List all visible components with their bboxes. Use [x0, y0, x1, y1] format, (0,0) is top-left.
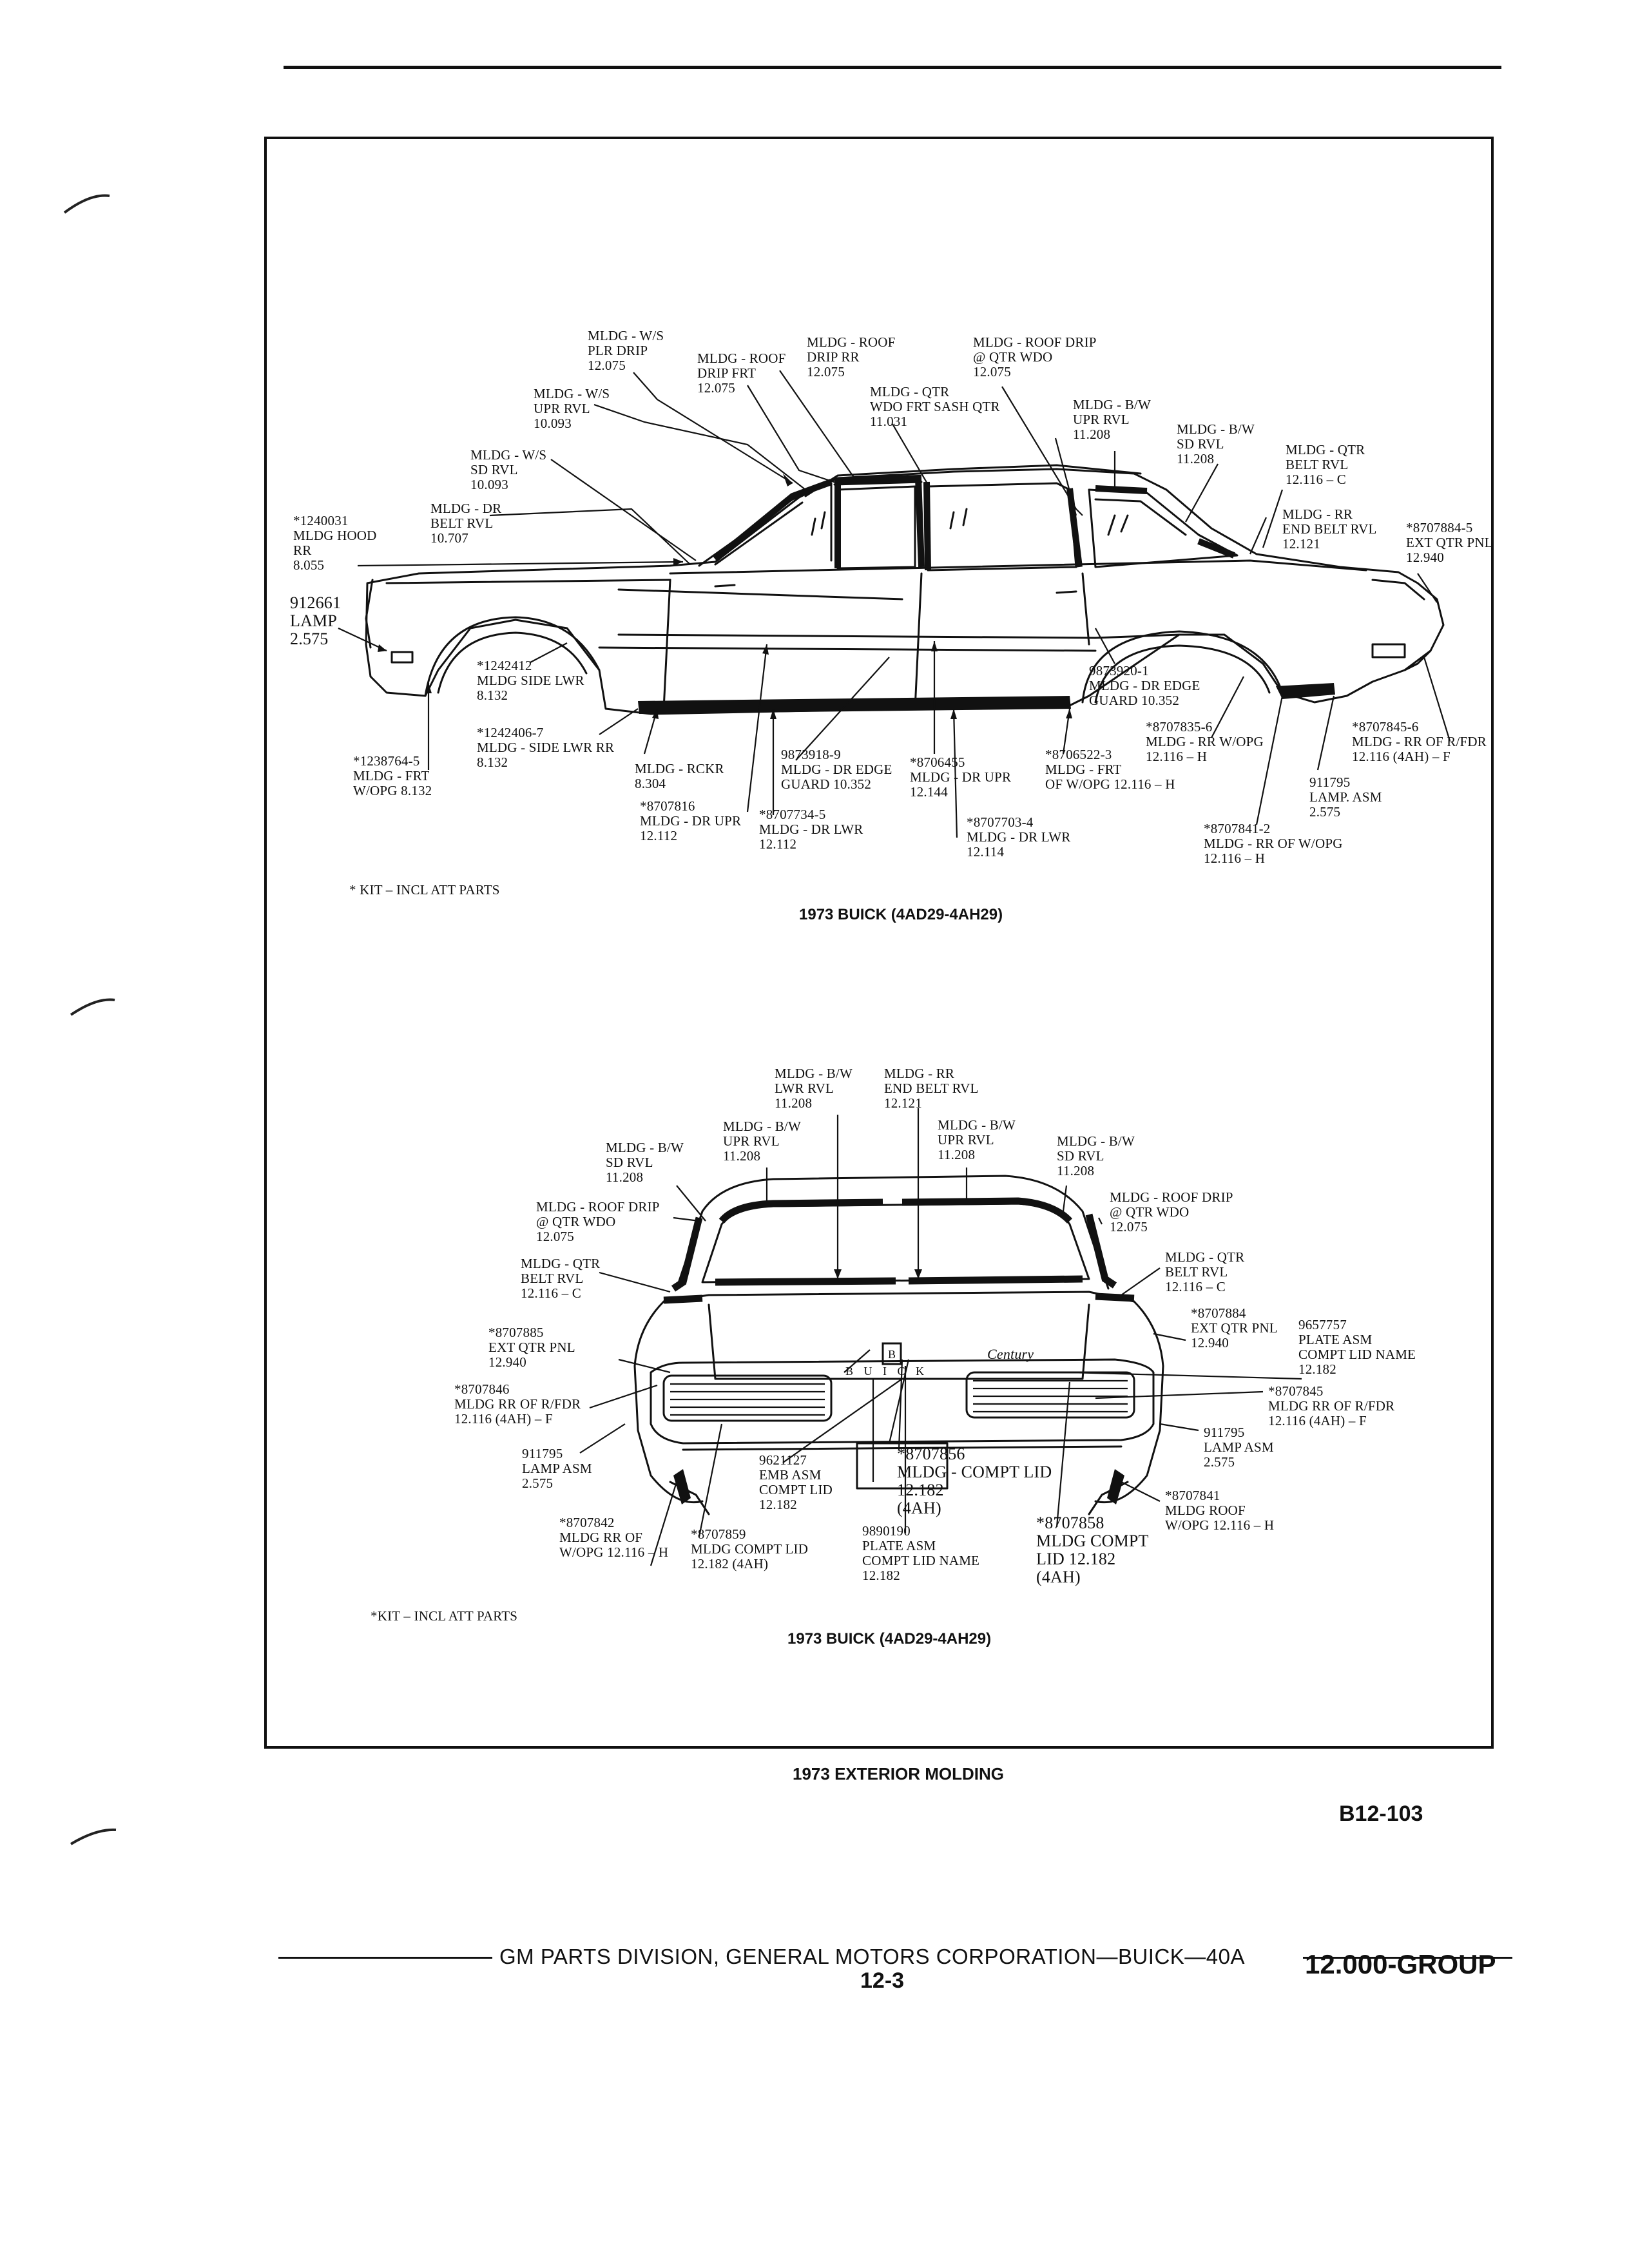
side-label-frt-wopg-1238764: *1238764-5 MLDG - FRT W/OPG 8.132: [353, 753, 432, 798]
side-label-dr-edge-guard-9873920: 9873920-1 MLDG - DR EDGE GUARD 10.352: [1089, 663, 1200, 708]
side-label-dr-edge-guard-9873918: 9873918-9 MLDG - DR EDGE GUARD 10.352: [781, 747, 892, 792]
side-view-caption: 1973 BUICK (4AD29-4AH29): [799, 906, 1003, 923]
rear-label-qtr-belt-l: MLDG - QTR BELT RVL 12.116 – C: [521, 1256, 601, 1301]
footer-rule-left: [278, 1957, 492, 1959]
side-label-lamp-912661: 912661 LAMP 2.575: [290, 593, 342, 648]
side-label-side-lwr-1242412: *1242412 MLDG SIDE LWR 8.132: [477, 658, 584, 703]
rear-label-bw-sd-rvl-l: MLDG - B/W SD RVL 11.208: [606, 1140, 684, 1185]
side-label-lamp-asm-911795: 911795 LAMP. ASM 2.575: [1309, 774, 1382, 820]
rear-label-bw-lwr-rvl: MLDG - B/W LWR RVL 11.208: [775, 1066, 853, 1111]
rear-label-compt-lid-8707858: *8707858 MLDG COMPT LID 12.182 (4AH): [1036, 1514, 1149, 1586]
side-label-rr-end-belt-rvl: MLDG - RR END BELT RVL 12.121: [1282, 506, 1377, 552]
side-label-hood-rr: *1240031 MLDG HOOD RR 8.055: [293, 513, 377, 573]
rear-label-compt-lid-8707859: *8707859 MLDG COMPT LID 12.182 (4AH): [691, 1526, 809, 1571]
rear-label-rr-of-wopg-8707842: *8707842 MLDG RR OF W/OPG 12.116 – H: [559, 1515, 669, 1560]
rear-label-plate-9890190: 9890190 PLATE ASM COMPT LID NAME 12.182: [862, 1523, 980, 1583]
side-label-dr-belt-rvl: MLDG - DR BELT RVL 10.707: [430, 501, 502, 546]
group-number: 12.000-GROUP: [1305, 1949, 1496, 1979]
rear-label-lamp-r: 911795 LAMP ASM 2.575: [1204, 1425, 1274, 1470]
side-label-roof-drip-qtr-wdo: MLDG - ROOF DRIP @ QTR WDO 12.075: [973, 334, 1097, 380]
page-code: B12-103: [1339, 1802, 1423, 1826]
rear-label-roof-drip-l: MLDG - ROOF DRIP @ QTR WDO 12.075: [536, 1199, 660, 1244]
rear-view-caption: 1973 BUICK (4AD29-4AH29): [787, 1630, 992, 1648]
rear-label-rr-rfdr-8707846: *8707846 MLDG RR OF R/FDR 12.116 (4AH) –…: [454, 1381, 581, 1427]
side-label-dr-lwr-8707734: *8707734-5 MLDG - DR LWR 12.112: [759, 807, 863, 852]
figure-frame: [264, 137, 1494, 1749]
side-label-rckr: MLDG - RCKR 8.304: [635, 761, 724, 791]
side-label-dr-upr-8707816: *8707816 MLDG - DR UPR 12.112: [640, 798, 742, 843]
side-label-ext-qtr-pnl: *8707884-5 EXT QTR PNL 12.940: [1406, 520, 1493, 565]
rear-label-ext-qtr-8707884: *8707884 EXT QTR PNL 12.940: [1191, 1305, 1278, 1350]
rear-label-compt-lid-8707856: *8707856 MLDG - COMPT LID 12.182 (4AH): [897, 1445, 1052, 1517]
side-label-ws-plr-drip: MLDG - W/S PLR DRIP 12.075: [588, 328, 664, 373]
side-label-rr-of-wopg-8707841: *8707841-2 MLDG - RR OF W/OPG 12.116 – H: [1204, 821, 1343, 866]
side-label-bw-upr-rvl: MLDG - B/W UPR RVL 11.208: [1073, 397, 1151, 442]
side-label-dr-lwr-8707703: *8707703-4 MLDG - DR LWR 12.114: [967, 814, 1071, 860]
rear-label-rr-end-belt-rvl: MLDG - RR END BELT RVL 12.121: [884, 1066, 979, 1111]
side-label-ws-sd-rvl: MLDG - W/S SD RVL 10.093: [470, 447, 547, 492]
side-label-roof-drip-frt: MLDG - ROOF DRIP FRT 12.075: [697, 351, 786, 396]
page-title: 1973 EXTERIOR MOLDING: [793, 1764, 1004, 1783]
footer-rule-right: [1303, 1957, 1512, 1959]
rear-label-emb-9621127: 9621127 EMB ASM COMPT LID 12.182: [759, 1452, 833, 1512]
side-label-rr-rfdr-8707845-6: *8707845-6 MLDG - RR OF R/FDR 12.116 (4A…: [1352, 719, 1487, 764]
side-label-bw-sd-rvl: MLDG - B/W SD RVL 11.208: [1177, 421, 1255, 466]
rear-label-plate-9657757: 9657757 PLATE ASM COMPT LID NAME 12.182: [1298, 1317, 1416, 1377]
rear-emblem-letters: B U I C K: [845, 1365, 929, 1378]
page-number: 12-3: [860, 1968, 905, 1993]
rear-label-bw-upr-rvl-l: MLDG - B/W UPR RVL 11.208: [723, 1119, 801, 1164]
footer-division-line: GM PARTS DIVISION, GENERAL MOTORS CORPOR…: [499, 1945, 1246, 1968]
side-label-qtr-belt-rvl: MLDG - QTR BELT RVL 12.116 – C: [1286, 442, 1365, 487]
rear-label-rr-rfdr-8707845: *8707845 MLDG RR OF R/FDR 12.116 (4AH) –…: [1268, 1383, 1395, 1428]
rear-emblem-script: Century: [987, 1346, 1034, 1362]
side-kit-note: * KIT – INCL ATT PARTS: [349, 882, 500, 898]
side-label-dr-upr-8706455: *8706455 MLDG - DR UPR 12.144: [910, 754, 1012, 800]
rear-kit-note: *KIT – INCL ATT PARTS: [371, 1608, 518, 1624]
side-label-side-lwr-rr: *1242406-7 MLDG - SIDE LWR RR 8.132: [477, 725, 615, 770]
side-label-roof-drip-rr: MLDG - ROOF DRIP RR 12.075: [807, 334, 896, 380]
rear-label-bw-upr-rvl-r: MLDG - B/W UPR RVL 11.208: [938, 1117, 1016, 1162]
side-label-qtr-wdo-frt-sash: MLDG - QTR WDO FRT SASH QTR 11.031: [870, 384, 1000, 429]
rear-label-roof-wopg-8707841: *8707841 MLDG ROOF W/OPG 12.116 – H: [1165, 1488, 1275, 1533]
svg-text:B: B: [888, 1348, 896, 1361]
side-label-rr-wopg-8707835: *8707835-6 MLDG - RR W/OPG 12.116 – H: [1146, 719, 1264, 764]
side-label-ws-upr-rvl: MLDG - W/S UPR RVL 10.093: [534, 386, 610, 431]
side-label-frt-wopg-8706522: *8706522-3 MLDG - FRT OF W/OPG 12.116 – …: [1045, 747, 1175, 792]
rear-label-bw-sd-rvl-r: MLDG - B/W SD RVL 11.208: [1057, 1133, 1135, 1178]
rear-label-roof-drip-r: MLDG - ROOF DRIP @ QTR WDO 12.075: [1110, 1189, 1233, 1235]
rear-label-lamp-l: 911795 LAMP ASM 2.575: [522, 1446, 592, 1491]
top-rule: [284, 66, 1501, 69]
rear-label-ext-qtr-8707885: *8707885 EXT QTR PNL 12.940: [488, 1325, 575, 1370]
rear-label-qtr-belt-r: MLDG - QTR BELT RVL 12.116 – C: [1165, 1249, 1245, 1294]
